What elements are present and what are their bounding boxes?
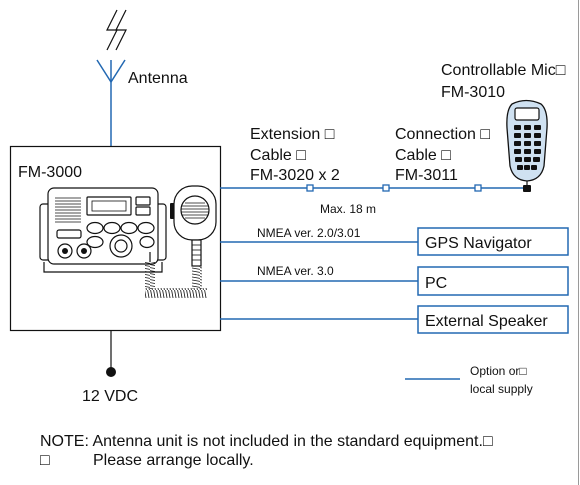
radio-key — [135, 196, 151, 206]
legend-label: local supply — [470, 382, 533, 396]
microphone-body — [173, 185, 217, 241]
radio-key — [137, 221, 155, 235]
microphone-strain-relief — [191, 239, 202, 267]
main-unit-label: FM-3000 — [18, 164, 82, 181]
speaker-grille-icon — [55, 197, 81, 223]
radio-key — [139, 235, 155, 249]
radio-key — [103, 221, 121, 235]
radio-transceiver-icon — [39, 187, 167, 273]
pc-box — [417, 266, 569, 296]
controllable-mic-display — [514, 107, 540, 121]
microphone-grille-lines — [181, 202, 209, 219]
antenna-label: Antenna — [128, 70, 188, 87]
controllable-mic-keypad — [514, 125, 541, 170]
cable-connector — [382, 184, 390, 192]
legend-label: Option or□ — [470, 364, 527, 378]
microphone-grille-icon — [180, 195, 210, 225]
controllable-microphone-icon — [506, 99, 548, 192]
power-supply-label: 12 VDC — [82, 388, 138, 405]
radio-key — [86, 235, 104, 249]
cable-connector — [474, 184, 482, 192]
gps-navigator-label: GPS Navigator — [425, 235, 532, 252]
controllable-mic-model: FM-3010 — [441, 84, 505, 101]
radio-display-window — [91, 200, 127, 212]
coil-segment — [145, 288, 207, 298]
power-terminal-dot — [106, 367, 116, 377]
volume-knob-center — [62, 248, 68, 254]
radio-wave-icon — [106, 9, 127, 51]
bracket-foot — [43, 262, 163, 273]
max-length-label: Max. 18 m — [320, 202, 376, 216]
channel-knob-icon — [109, 234, 133, 258]
squelch-knob-center — [81, 248, 87, 254]
connection-cable-label: Cable □ — [395, 147, 451, 164]
radio-display — [86, 196, 132, 216]
coil-segment — [192, 266, 202, 289]
pc-label: PC — [425, 275, 447, 292]
strain-relief-rings — [192, 244, 201, 261]
gps-navigator-box — [417, 227, 569, 256]
connection-cable-label: Connection □ — [395, 126, 490, 143]
coiled-cord — [145, 252, 207, 298]
pc-interface-label: NMEA ver. 3.0 — [257, 264, 334, 278]
note-text: NOTE: Antenna unit is not included in th… — [40, 433, 493, 450]
external-speaker-box — [417, 305, 569, 334]
external-speaker-label: External Speaker — [425, 313, 548, 330]
extension-cable-label: Cable □ — [250, 147, 306, 164]
extension-cable-label: Extension □ — [250, 126, 335, 143]
controllable-mic-plug — [523, 185, 531, 192]
channel-knob-center — [114, 239, 128, 253]
extension-cable-model: FM-3020 x 2 — [250, 167, 340, 184]
main-unit-box — [9, 145, 222, 332]
radio-key — [120, 221, 138, 235]
gps-interface-label: NMEA ver. 2.0/3.01 — [257, 226, 361, 240]
radio-key — [56, 229, 82, 239]
radio-key — [135, 206, 151, 216]
note-mark: □ — [40, 452, 50, 469]
note-text: Please arrange locally. — [93, 452, 254, 469]
hand-microphone-icon — [170, 185, 217, 267]
connection-cable-model: FM-3011 — [395, 167, 458, 184]
radio-key — [86, 221, 104, 235]
cable-connector — [306, 184, 314, 192]
controllable-mic-label: Controllable Mic□ — [441, 62, 566, 79]
coil-segment — [145, 262, 155, 289]
